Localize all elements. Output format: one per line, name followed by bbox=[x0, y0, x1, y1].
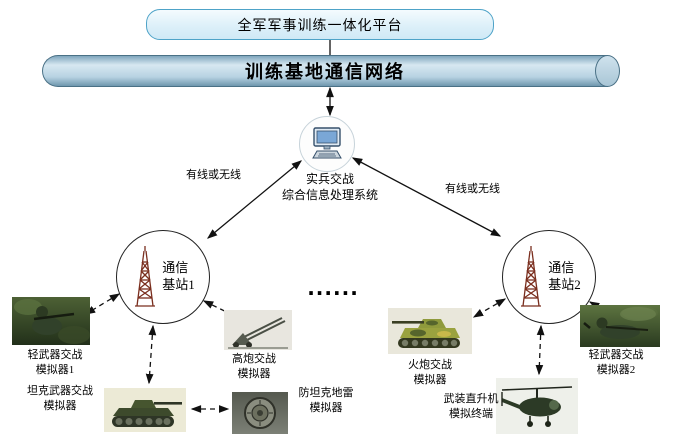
simulator-label: 武装直升机 模拟终端 bbox=[443, 393, 499, 420]
anti-air-gun-photo bbox=[224, 310, 292, 350]
network-bus bbox=[42, 55, 608, 87]
processor-label: 实兵交战 综合信息处理系统 bbox=[281, 172, 378, 203]
simulator-label: 防坦克地雷 模拟器 bbox=[298, 387, 354, 414]
base-station-1: 通信 基站1 bbox=[116, 230, 210, 324]
simulator-label: 火炮交战 模拟器 bbox=[408, 359, 452, 386]
link-label-right: 有线或无线 bbox=[445, 183, 500, 195]
platform-box: 全军军事训练一体化平台 bbox=[146, 9, 494, 40]
tank-photo bbox=[104, 388, 186, 432]
antenna-tower-icon bbox=[521, 246, 542, 307]
soldier-photo bbox=[580, 305, 660, 347]
simulator-label: 高炮交战 模拟器 bbox=[232, 353, 276, 380]
computer-icon bbox=[312, 127, 342, 159]
link-label-left: 有线或无线 bbox=[186, 169, 241, 181]
network-bus-endcap bbox=[595, 55, 620, 87]
mine-photo bbox=[232, 392, 288, 434]
platform-label: 全军军事训练一体化平台 bbox=[237, 18, 403, 34]
antenna-tower-icon bbox=[135, 246, 156, 307]
simulator-label: 轻武器交战 模拟器2 bbox=[588, 349, 644, 376]
helicopter-photo bbox=[496, 378, 578, 434]
processor-node bbox=[299, 116, 355, 172]
simulator-label: 坦克武器交战 模拟器 bbox=[27, 385, 93, 412]
base-station-2: 通信 基站2 bbox=[502, 230, 596, 324]
simulator-label: 轻武器交战 模拟器1 bbox=[27, 349, 83, 376]
base-station-2-label: 通信 基站2 bbox=[548, 260, 581, 292]
soldier-photo bbox=[12, 297, 90, 345]
base-station-1-label: 通信 基站1 bbox=[162, 260, 195, 292]
network-bus-label: 训练基地通信网络 bbox=[245, 62, 405, 82]
artillery-photo bbox=[388, 308, 472, 354]
ellipsis-separator: ...... bbox=[307, 276, 359, 300]
